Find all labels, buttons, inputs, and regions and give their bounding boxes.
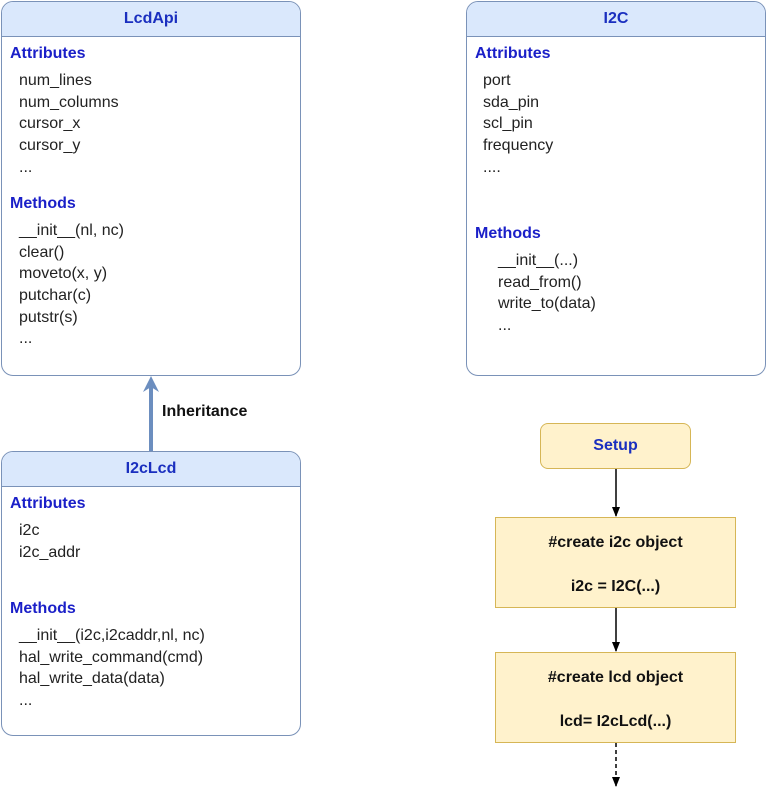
i2c-methods-title: Methods — [475, 225, 541, 242]
lcdapi-method: ... — [19, 330, 33, 348]
lcdapi-method: putchar(c) — [19, 287, 92, 305]
i2c-method: ... — [498, 317, 512, 335]
i2c-attribute: frequency — [483, 137, 554, 155]
class-lcdapi[interactable]: LcdApi Attributes num_lines num_columns … — [1, 1, 301, 376]
class-i2c-title: I2C — [467, 2, 765, 37]
lcdapi-attributes-list: num_lines num_columns cursor_x cursor_y … — [19, 70, 119, 178]
i2clcd-method: hal_write_data(data) — [19, 670, 165, 688]
inheritance-label: Inheritance — [162, 403, 248, 420]
i2clcd-method: __init__(i2c,i2caddr,nl, nc) — [19, 627, 205, 644]
lcdapi-method: clear() — [19, 243, 65, 261]
create-lcd-code: lcd= I2cLcd(...) — [559, 713, 672, 730]
i2c-method: __init__(...) — [498, 252, 579, 269]
class-lcdapi-title: LcdApi — [2, 2, 300, 37]
lcdapi-attribute: num_columns — [19, 93, 119, 111]
create-lcd-box[interactable]: #create lcd object lcd= I2cLcd(...) — [495, 652, 736, 743]
create-lcd-comment: #create lcd object — [547, 669, 684, 686]
i2c-attribute: port — [483, 72, 511, 89]
lcdapi-method: putstr(s) — [19, 308, 78, 326]
lcdapi-attribute: num_lines — [19, 72, 92, 89]
class-i2clcd[interactable]: I2cLcd Attributes i2c i2c_addr Methods _… — [1, 451, 301, 736]
class-i2c[interactable]: I2C Attributes port sda_pin scl_pin freq… — [466, 1, 766, 376]
i2c-attribute: sda_pin — [483, 93, 540, 111]
lcdapi-method: __init__(nl, nc) — [19, 222, 124, 239]
i2c-methods-list: __init__(...) read_from() write_to(data)… — [498, 250, 596, 337]
lcdapi-attribute: cursor_y — [19, 137, 81, 155]
class-i2clcd-title: I2cLcd — [2, 452, 300, 487]
lcdapi-attribute: cursor_x — [19, 115, 81, 133]
lcdapi-attribute: ... — [19, 158, 33, 176]
lcdapi-methods-list: __init__(nl, nc) clear() moveto(x, y) pu… — [19, 220, 124, 350]
create-i2c-code: i2c = I2C(...) — [570, 578, 661, 595]
i2c-attribute: scl_pin — [483, 115, 533, 133]
i2clcd-method: ... — [19, 692, 33, 710]
i2c-method: write_to(data) — [498, 295, 596, 313]
lcdapi-methods-title: Methods — [10, 195, 76, 212]
lcdapi-attributes-title: Attributes — [10, 45, 86, 62]
i2clcd-method: hal_write_command(cmd) — [19, 648, 204, 666]
i2clcd-attribute: i2c_addr — [19, 543, 81, 561]
i2clcd-methods-title: Methods — [10, 600, 76, 617]
i2clcd-attributes-title: Attributes — [10, 495, 86, 512]
inheritance-arrow-head — [143, 376, 159, 392]
i2clcd-attribute: i2c — [19, 522, 40, 539]
create-i2c-box[interactable]: #create i2c object i2c = I2C(...) — [495, 517, 736, 608]
setup-box[interactable]: Setup — [540, 423, 691, 469]
i2clcd-methods-list: __init__(i2c,i2caddr,nl, nc) hal_write_c… — [19, 625, 205, 712]
create-i2c-comment: #create i2c object — [548, 534, 683, 551]
i2c-attributes-title: Attributes — [475, 45, 551, 62]
i2c-method: read_from() — [498, 273, 582, 291]
i2c-attribute: .... — [483, 158, 501, 176]
lcdapi-method: moveto(x, y) — [19, 265, 108, 283]
i2c-attributes-list: port sda_pin scl_pin frequency .... — [483, 70, 553, 178]
i2clcd-attributes-list: i2c i2c_addr — [19, 520, 80, 563]
